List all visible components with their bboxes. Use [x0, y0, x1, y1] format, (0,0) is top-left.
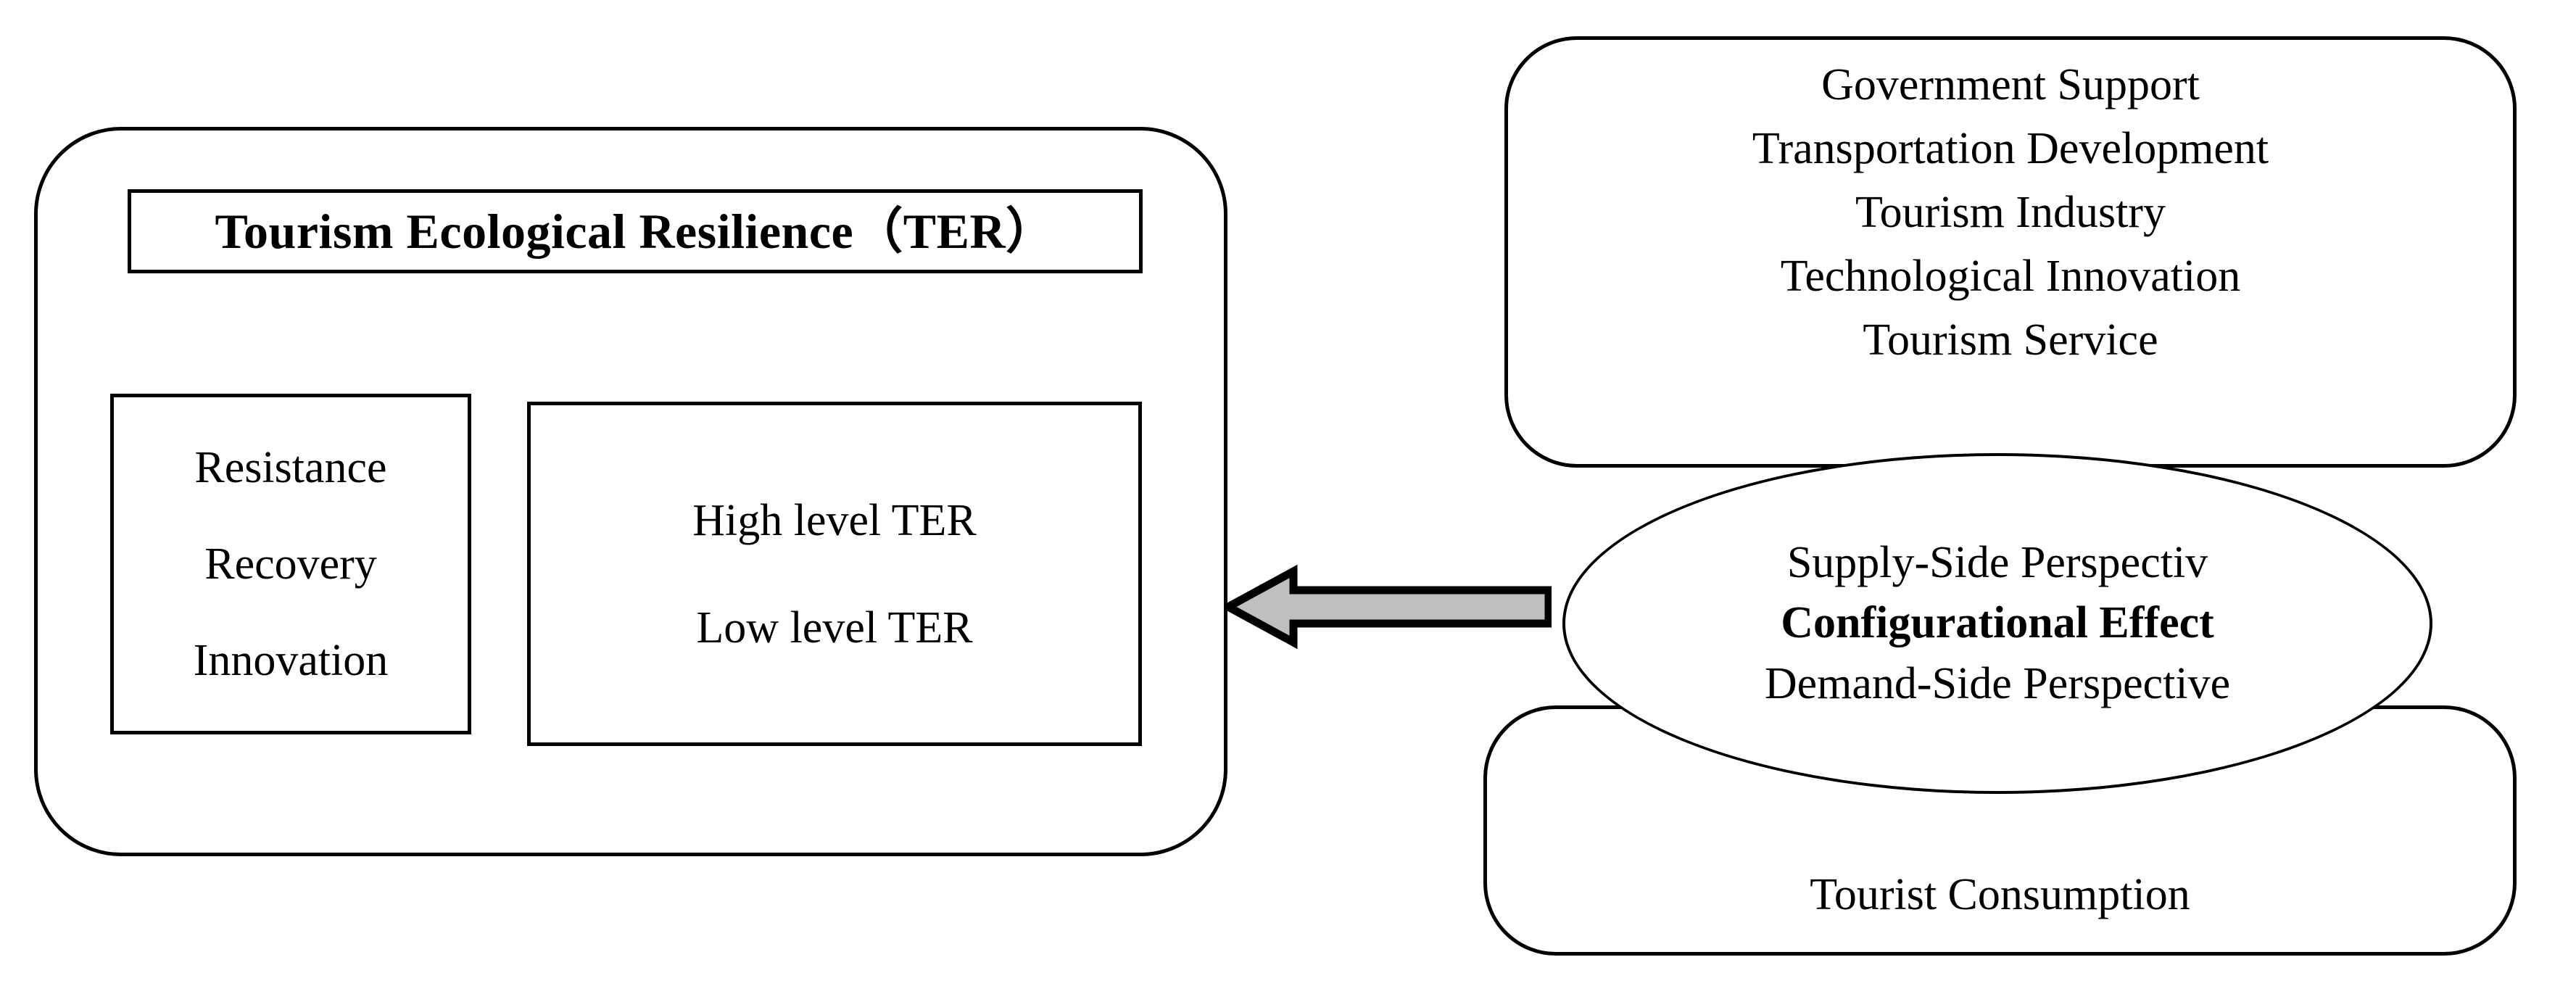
supply-item-technological-innovation: Technological Innovation	[1780, 252, 2241, 302]
effect-line-supply-side-perspective: Supply-Side Perspectiv	[1786, 538, 2208, 588]
supply-side-factors-panel: Government Support Transportation Develo…	[1504, 36, 2517, 468]
level-high-ter: High level TER	[692, 495, 977, 545]
ter-levels-box: High level TER Low level TER	[527, 402, 1142, 746]
configurational-effect-ellipse: Supply-Side Perspectiv Configurational E…	[1562, 453, 2432, 794]
supply-item-tourism-service: Tourism Service	[1863, 315, 2158, 365]
effect-line-demand-side-perspective: Demand-Side Perspective	[1764, 658, 2231, 708]
level-low-ter: Low level TER	[696, 602, 973, 653]
left-arrow-icon	[1224, 564, 1552, 650]
supply-item-government-support: Government Support	[1821, 60, 2200, 109]
ter-title-box: Tourism Ecological Resilience（TER）	[128, 189, 1143, 273]
capacity-resistance: Resistance	[194, 442, 387, 492]
demand-item-tourist-consumption: Tourist Consumption	[1810, 870, 2190, 919]
supply-item-tourism-industry: Tourism Industry	[1855, 188, 2166, 238]
supply-item-transportation-development: Transportation Development	[1752, 124, 2269, 174]
resilience-capacities-box: Resistance Recovery Innovation	[110, 394, 471, 734]
capacity-innovation: Innovation	[193, 636, 389, 686]
effect-line-configurational-effect: Configurational Effect	[1781, 598, 2214, 648]
capacity-recovery: Recovery	[204, 539, 377, 589]
ter-title-text: Tourism Ecological Resilience（TER）	[215, 204, 1056, 259]
